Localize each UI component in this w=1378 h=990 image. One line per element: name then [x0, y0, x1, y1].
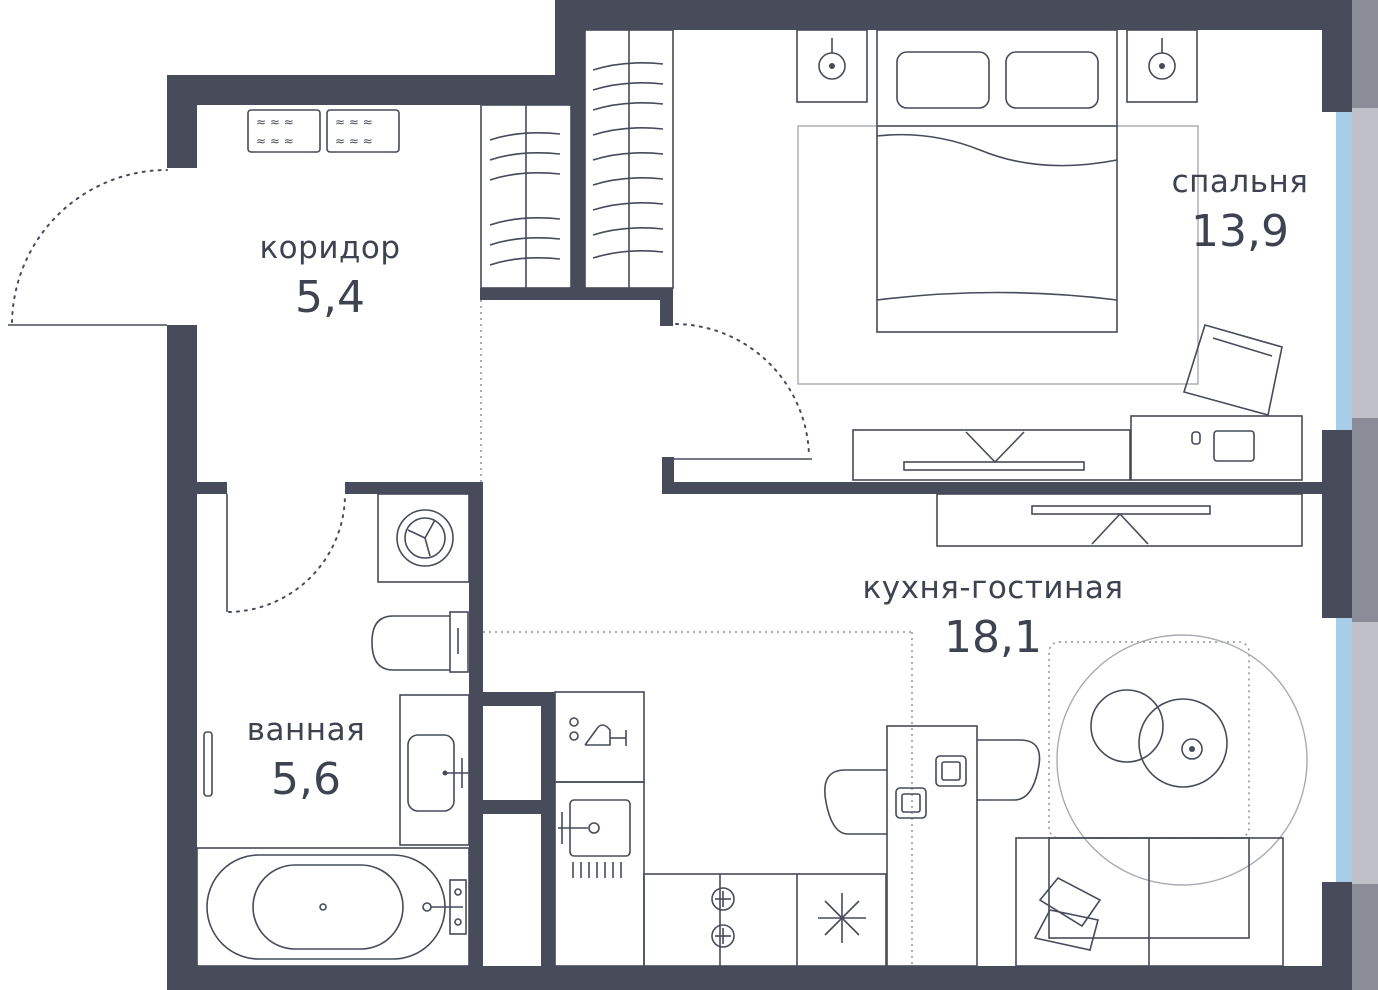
dining-table-icon	[824, 725, 1041, 967]
toilet-icon	[371, 611, 469, 673]
room-name: коридор	[259, 230, 401, 266]
towel-rail-icon	[203, 731, 213, 797]
sink-icon	[399, 694, 470, 846]
bedroom-rug	[797, 125, 1199, 385]
zone-dividers	[480, 300, 913, 966]
entrance-door[interactable]	[8, 169, 168, 326]
dishwasher-icon	[569, 717, 627, 746]
room-label-bedroom: спальня 13,9	[1140, 164, 1340, 257]
svg-text:≈ ≈ ≈: ≈ ≈ ≈	[335, 134, 373, 148]
bathtub-icon	[196, 847, 470, 967]
tv-unit-icon	[852, 429, 1131, 481]
room-area: 5,4	[295, 272, 365, 323]
bedroom-door[interactable]	[674, 323, 812, 460]
svg-text:≈ ≈ ≈: ≈ ≈ ≈	[256, 115, 294, 129]
window-living	[1336, 618, 1352, 882]
tv-unit-living-icon	[936, 493, 1303, 547]
wardrobe-icon	[480, 29, 674, 289]
room-name: ванная	[246, 712, 366, 748]
bathroom-door[interactable]	[226, 493, 346, 613]
room-area: 5,6	[271, 754, 341, 805]
window-bedroom	[1336, 112, 1352, 430]
room-label-bathroom: ванная 5,6	[216, 712, 396, 805]
stove-icon	[711, 887, 735, 948]
sofa-icon	[1015, 837, 1284, 967]
svg-text:≈ ≈ ≈: ≈ ≈ ≈	[335, 115, 373, 129]
kitchen-sink-icon	[558, 799, 631, 878]
radiator-icon: ≈ ≈ ≈ ≈ ≈ ≈ ≈ ≈ ≈ ≈ ≈ ≈	[247, 109, 400, 153]
living-rug	[1048, 634, 1308, 886]
kitchen-counter	[554, 691, 887, 967]
svg-text:≈ ≈ ≈: ≈ ≈ ≈	[256, 134, 294, 148]
fridge-icon	[818, 893, 866, 943]
room-name: спальня	[1171, 164, 1309, 200]
desk-chair-icon	[1130, 324, 1303, 481]
room-label-corridor: коридор 5,4	[230, 230, 430, 323]
room-label-kitchen-living: кухня-гостиная 18,1	[843, 570, 1143, 663]
room-area: 18,1	[944, 612, 1042, 663]
bed-icon	[876, 29, 1118, 333]
facade-strip	[1352, 0, 1378, 990]
coffee-table-icon	[1090, 689, 1228, 788]
washing-machine-icon	[377, 493, 470, 583]
nightstand-lamp-icon	[796, 29, 1198, 103]
walls	[167, 0, 1352, 990]
room-name: кухня-гостиная	[862, 570, 1124, 606]
room-area: 13,9	[1191, 206, 1289, 257]
